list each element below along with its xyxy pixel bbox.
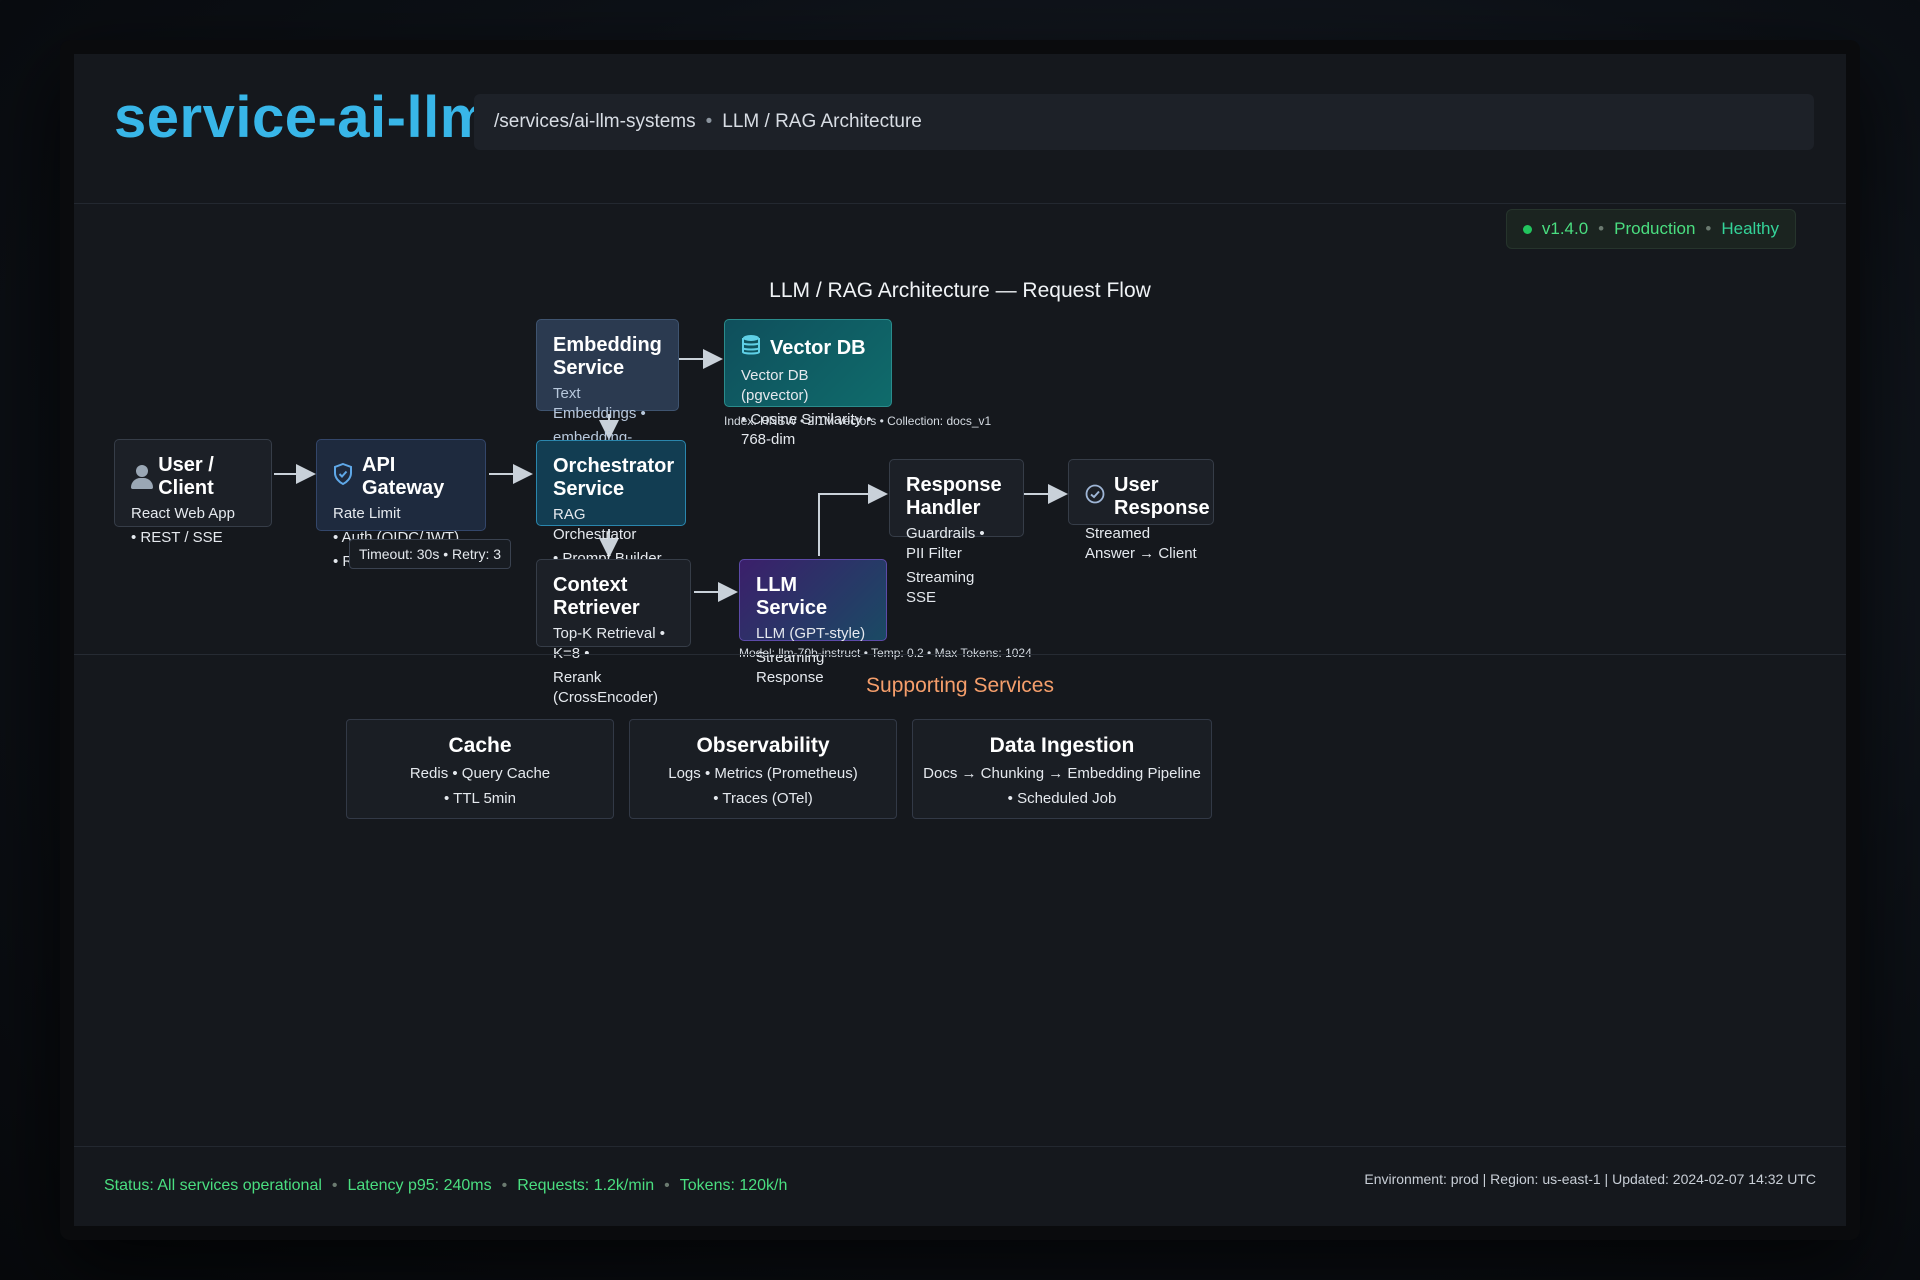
support-detail: • TTL 5min [444, 790, 516, 807]
node-detail: Guardrails • PII Filter [906, 525, 985, 562]
breadcrumb: /services/ai-llm-systems • LLM / RAG Arc… [474, 94, 1814, 150]
diagram-title: LLM / RAG Architecture — Request Flow [769, 279, 1151, 302]
node-detail: Vector DB (pgvector) [741, 367, 809, 404]
support-detail: • Scheduled Job [1007, 790, 1117, 807]
node-detail: Text Embeddings • [553, 385, 646, 422]
llm-model-note: Model: llm-70b-instruct • Temp: 0.2 • Ma… [739, 646, 1032, 660]
node-title: Response Handler [906, 474, 1002, 519]
supporting-services-title: Supporting Services [866, 674, 1054, 697]
status-footer: Status: All services operational • Laten… [74, 1146, 1846, 1226]
node-detail: • REST / SSE [131, 529, 223, 546]
footer-requests: Requests: 1.2k/min [517, 1177, 655, 1194]
footer-latency: Latency p95: 240ms [347, 1177, 492, 1194]
node-title: Vector DB [770, 336, 866, 359]
app-window: service-ai-llm /services/ai-llm-systems … [60, 40, 1860, 1240]
status-badge: v1.4.0 • Production • Healthy [1505, 209, 1796, 249]
node-detail: • Cosine Similarity • 768-dim [741, 411, 872, 448]
node-orchestrator-service[interactable]: Orchestrator Service RAG Orchestrator • … [536, 440, 686, 567]
shield-icon [333, 462, 353, 491]
support-card-data-ingestion[interactable]: Data Ingestion Docs → Chunking → Embeddi… [912, 719, 1212, 819]
support-detail: Logs • Metrics (Prometheus) [668, 765, 858, 782]
support-detail: Redis • Query Cache [409, 765, 551, 782]
support-title: Data Ingestion [989, 734, 1135, 757]
node-title: Orchestrator Service [553, 455, 675, 500]
node-detail: React Web App [131, 505, 235, 522]
breadcrumb-path[interactable]: /services/ai-llm-systems [494, 111, 696, 132]
node-title: Embedding Service [553, 334, 662, 379]
node-embedding-service[interactable]: Embedding Service Text Embeddings • embe… [536, 319, 679, 466]
health-dot-icon [1522, 224, 1532, 234]
environment-label: Production [1614, 219, 1696, 238]
node-user-response[interactable]: User Response Streamed Answer → Client [1068, 459, 1214, 562]
breadcrumb-separator: • [705, 111, 713, 132]
footer-tokens: Tokens: 120k/h [679, 1177, 788, 1194]
status-separator: • [1598, 219, 1605, 238]
node-llm-service[interactable]: LLM Service LLM (GPT-style) Streaming Re… [739, 559, 887, 686]
node-detail: Streaming Response [756, 649, 825, 686]
footer-metrics: Status: All services operational • Laten… [104, 1177, 787, 1195]
node-detail: Top-K Retrieval • K=8 • [553, 625, 665, 662]
arrow-llm-handler [818, 484, 888, 556]
footer-separator: • [501, 1177, 508, 1194]
node-detail: LLM (GPT-style) [756, 625, 866, 642]
node-detail: Rerank (CrossEncoder) [553, 669, 659, 706]
check-circle-icon [1085, 484, 1105, 510]
database-icon [741, 334, 761, 362]
node-detail: RAG Orchestrator [553, 506, 637, 543]
support-title: Cache [448, 734, 512, 757]
vector-db-note: Index: HNSW • 2.1M vectors • Collection:… [724, 414, 992, 428]
node-title: User / Client [158, 454, 214, 499]
node-title: User Response [1114, 474, 1210, 519]
support-title: Observability [696, 734, 830, 757]
gateway-timeout-note: Timeout: 30s • Retry: 3 [349, 539, 511, 569]
footer-separator: • [664, 1177, 670, 1194]
support-detail: • Traces (OTel) [713, 790, 813, 807]
node-detail: Streamed Answer → Client [1085, 525, 1197, 562]
footer-separator: • [331, 1177, 338, 1194]
version-label: v1.4.0 [1541, 219, 1589, 238]
section-divider [74, 654, 1846, 655]
support-card-observability[interactable]: Observability Logs • Metrics (Prometheus… [629, 719, 897, 819]
node-api-gateway[interactable]: API Gateway Rate Limit • Auth (OIDC/JWT)… [316, 439, 486, 570]
node-title: LLM Service [756, 574, 828, 619]
health-label: Healthy [1721, 219, 1779, 238]
node-vector-db[interactable]: Vector DB Vector DB (pgvector) • Cosine … [724, 319, 892, 448]
app-title: service-ai-llm [114, 85, 492, 150]
node-context-retriever[interactable]: Context Retriever Top-K Retrieval • K=8 … [536, 559, 691, 706]
support-detail: Docs → Chunking → Embedding Pipeline [923, 765, 1201, 782]
node-detail: Rate Limit [333, 505, 401, 522]
node-title: API Gateway [362, 454, 445, 499]
node-response-handler[interactable]: Response Handler Guardrails • PII Filter… [889, 459, 1024, 606]
node-title: Context Retriever [553, 574, 640, 619]
header: service-ai-llm /services/ai-llm-systems … [74, 54, 1846, 204]
footer-environment-meta: Environment: prod | Region: us-east-1 | … [1364, 1171, 1816, 1187]
support-card-cache[interactable]: Cache Redis • Query Cache • TTL 5min [346, 719, 614, 819]
user-icon [131, 465, 154, 489]
node-detail: Streaming SSE [906, 569, 975, 606]
status-separator: • [1705, 219, 1712, 238]
node-user-client[interactable]: User / Client React Web App • REST / SSE [114, 439, 272, 546]
footer-status: Status: All services operational [104, 1177, 322, 1194]
flow-arrows [274, 349, 1068, 602]
breadcrumb-page: LLM / RAG Architecture [722, 111, 922, 132]
